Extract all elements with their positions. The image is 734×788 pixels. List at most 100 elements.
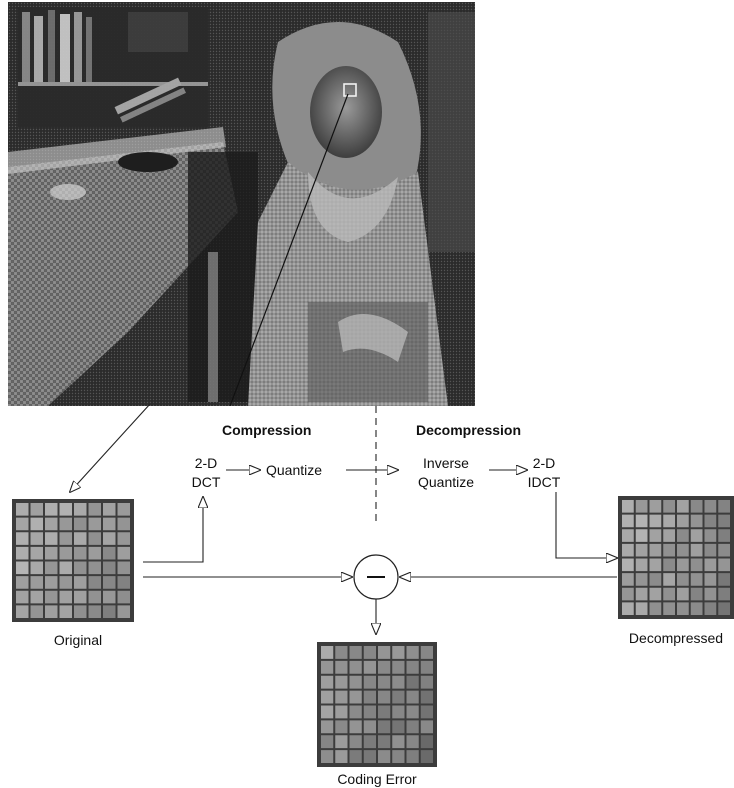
grid-cell (321, 720, 333, 733)
grid-cell (45, 532, 58, 545)
grid-cell (378, 661, 390, 674)
grid-cell (718, 573, 730, 586)
grid-cell (378, 691, 390, 704)
decompression-header: Decompression (416, 421, 521, 439)
grid-cell (103, 503, 116, 516)
original-to-dct-arrow (143, 497, 203, 562)
grid-cell (705, 544, 717, 557)
grid-cell (350, 646, 362, 659)
grid-cell (718, 500, 730, 513)
grid-cell (718, 588, 730, 601)
grid-cell (350, 706, 362, 719)
grid-cell (45, 503, 58, 516)
dct-label-line1: 2-D (195, 454, 218, 472)
grid-cell (118, 605, 131, 618)
grid-cell (335, 661, 347, 674)
grid-cell (31, 547, 44, 560)
grid-cell (705, 500, 717, 513)
grid-cell (407, 750, 419, 763)
grid-cell (622, 529, 634, 542)
compression-header: Compression (222, 421, 311, 439)
grid-cell (392, 691, 404, 704)
grid-cell (60, 605, 73, 618)
grid-cell (650, 573, 662, 586)
grid-cell (335, 691, 347, 704)
coding-error-block-grid (317, 642, 437, 767)
grid-cell (335, 720, 347, 733)
grid-cell (691, 544, 703, 557)
grid-cell (378, 676, 390, 689)
grid-cell (622, 544, 634, 557)
grid-cell (407, 691, 419, 704)
grid-cell (650, 500, 662, 513)
grid-cell (663, 602, 675, 615)
grid-cell (118, 562, 131, 575)
grid-cell (677, 544, 689, 557)
grid-cell (16, 562, 29, 575)
grid-cell (103, 547, 116, 560)
grid-cell (321, 676, 333, 689)
grid-cell (335, 646, 347, 659)
grid-cell (421, 735, 433, 748)
grid-cell (691, 602, 703, 615)
grid-cell (16, 591, 29, 604)
idct-label-line1: 2-D (533, 454, 556, 472)
grid-cell (74, 591, 87, 604)
grid-cell (45, 605, 58, 618)
grid-cell (705, 529, 717, 542)
decompressed-label: Decompressed (629, 629, 723, 647)
grid-cell (45, 576, 58, 589)
grid-cell (74, 503, 87, 516)
inverse-quantize-label-line2: Quantize (418, 473, 474, 491)
grid-cell (407, 676, 419, 689)
grid-cell (421, 676, 433, 689)
grid-cell (650, 602, 662, 615)
grid-cell (89, 605, 102, 618)
grid-cell (663, 500, 675, 513)
grid-cell (650, 529, 662, 542)
grid-border (618, 496, 734, 619)
grid-cell (335, 676, 347, 689)
inverse-quantize-label-line1: Inverse (423, 454, 469, 472)
grid-cell (60, 591, 73, 604)
grid-cell (89, 547, 102, 560)
grid-cell (16, 547, 29, 560)
grid-cell (650, 515, 662, 528)
grid-cell (89, 562, 102, 575)
grid-cell (60, 503, 73, 516)
grid-cell (60, 547, 73, 560)
grid-cell (16, 576, 29, 589)
dct-label-line2: DCT (192, 473, 221, 491)
grid-cell (321, 691, 333, 704)
grid-cell (421, 720, 433, 733)
grid-cell (74, 605, 87, 618)
grid-cell (74, 547, 87, 560)
grid-cell (350, 661, 362, 674)
grid-cell (407, 646, 419, 659)
grid-cell (691, 588, 703, 601)
grid-cell (74, 576, 87, 589)
grid-cell (691, 529, 703, 542)
grid-cell (103, 562, 116, 575)
grid-border (317, 642, 437, 767)
grid-cell (321, 646, 333, 659)
grid-cell (691, 515, 703, 528)
grid-cell (650, 544, 662, 557)
grid-cell (718, 515, 730, 528)
grid-cell (321, 661, 333, 674)
original-label: Original (54, 631, 102, 649)
grid-cell (103, 532, 116, 545)
grid-cell (45, 518, 58, 531)
grid-cell (622, 515, 634, 528)
grid-cell (622, 602, 634, 615)
grid-cell (45, 591, 58, 604)
idct-label-line2: IDCT (528, 473, 561, 491)
grid-cell (31, 518, 44, 531)
grid-cell (31, 503, 44, 516)
grid-cell (636, 588, 648, 601)
grid-cell (118, 591, 131, 604)
grid-cell (407, 735, 419, 748)
grid-cell (636, 573, 648, 586)
grid-cell (636, 602, 648, 615)
grid-cell (421, 661, 433, 674)
